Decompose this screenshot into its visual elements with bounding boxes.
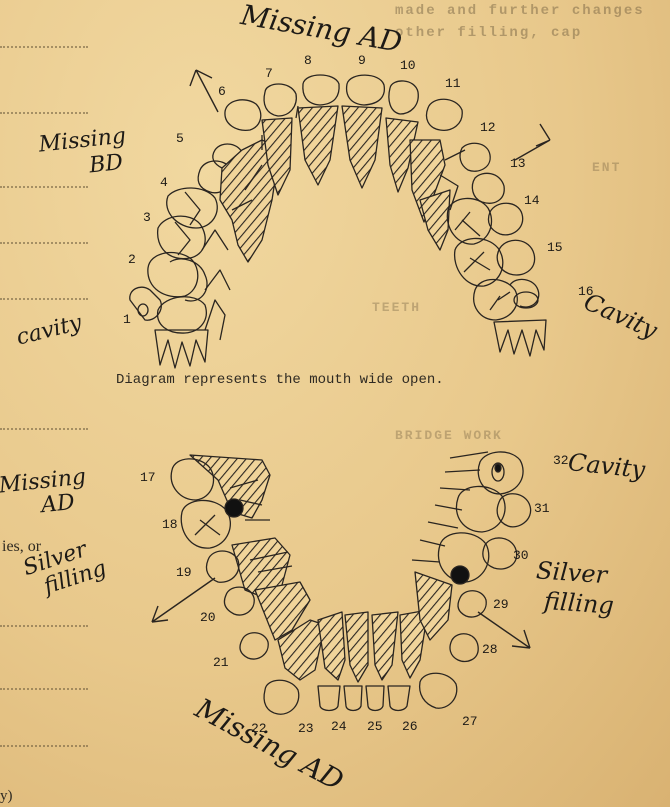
note-missing-bd-line2: BD — [88, 150, 124, 178]
tooth-number-29: 29 — [493, 597, 509, 612]
tooth-number-7: 7 — [265, 66, 273, 81]
tooth-number-14: 14 — [524, 193, 540, 208]
tooth-number-31: 31 — [534, 501, 550, 516]
tooth-number-30: 30 — [513, 548, 529, 563]
tooth-number-13: 13 — [510, 156, 526, 171]
note-missing-bd: Missing BD — [38, 124, 130, 185]
upper-right-molars — [440, 143, 546, 356]
note-silver-filling-right: Silver filling — [533, 555, 617, 620]
note-missing-ad-left: Missing AD — [0, 466, 90, 523]
note-silver-filling-right-line2: filling — [543, 587, 615, 620]
tooth-number-32: 32 — [553, 453, 569, 468]
tooth-number-10: 10 — [400, 58, 416, 73]
tooth-number-17: 17 — [140, 470, 156, 485]
tooth-number-6: 6 — [218, 84, 226, 99]
tooth-number-15: 15 — [547, 240, 563, 255]
tooth-number-8: 8 — [304, 53, 312, 68]
tooth-number-25: 25 — [367, 719, 383, 734]
tooth-number-5: 5 — [176, 131, 184, 146]
tooth-number-2: 2 — [128, 252, 136, 267]
note-silver-filling-right-line1: Silver — [535, 556, 608, 589]
tooth-number-26: 26 — [402, 719, 418, 734]
tooth-number-18: 18 — [162, 517, 178, 532]
tooth-number-11: 11 — [445, 76, 461, 91]
tooth-number-3: 3 — [143, 210, 151, 225]
tooth-number-9: 9 — [358, 53, 366, 68]
tooth-number-12: 12 — [480, 120, 496, 135]
tooth-number-28: 28 — [482, 642, 498, 657]
tooth-number-27: 27 — [462, 714, 478, 729]
tooth-number-1: 1 — [123, 312, 131, 327]
tooth-number-19: 19 — [176, 565, 192, 580]
tooth-number-23: 23 — [298, 721, 314, 736]
tooth-number-24: 24 — [331, 719, 347, 734]
tooth-number-4: 4 — [160, 175, 168, 190]
tooth-number-20: 20 — [200, 610, 216, 625]
tooth-number-21: 21 — [213, 655, 229, 670]
note-missing-ad-left-line2: AD — [40, 490, 76, 518]
